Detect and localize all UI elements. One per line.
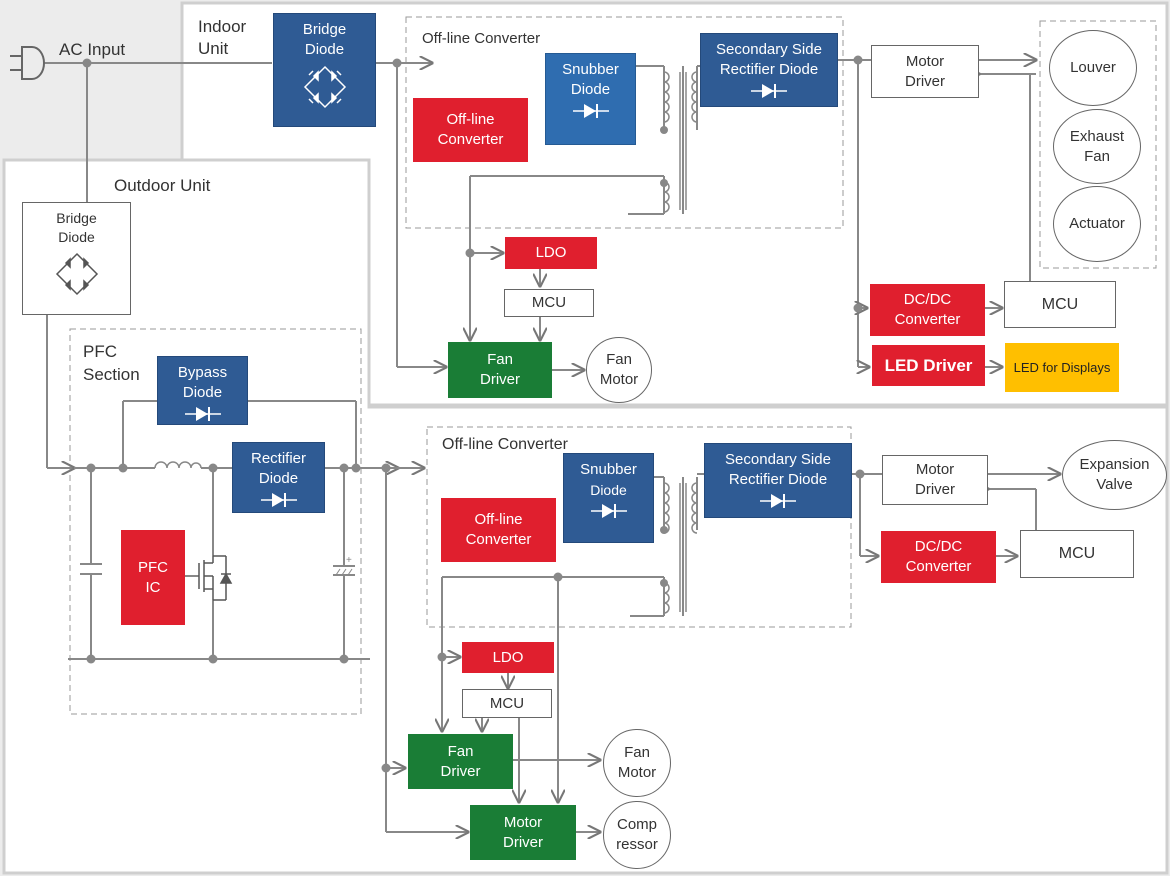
pfc-section-frame (69, 328, 362, 715)
junction-dots (82, 55, 865, 773)
diode-icon (590, 504, 627, 518)
led-driver: LED Driver (872, 345, 985, 386)
indoor-mcu-small: MCU (504, 289, 594, 317)
outdoor-offline-group-frame (426, 426, 852, 628)
outdoor-unit-title: Outdoor Unit (114, 176, 211, 195)
outdoor-mcu: MCU (1020, 530, 1134, 578)
pfc-mosfet-icon (198, 555, 233, 601)
ac-plug-icon (10, 46, 45, 80)
outdoor-ldo: LDO (462, 642, 554, 673)
diode-icon (260, 493, 297, 507)
actuator: Actuator (1053, 186, 1141, 262)
bridge-rectifier-icon (55, 252, 98, 296)
indoor-ldo: LDO (505, 237, 597, 269)
diode-icon (184, 407, 221, 421)
diode-icon (572, 104, 609, 118)
indoor-offline-group-label: Off-line Converter (422, 30, 541, 47)
led-for-displays: LED for Displays (1005, 343, 1119, 392)
outdoor-offline-group-label: Off-line Converter (442, 436, 568, 453)
indoor-offline-group-frame (405, 16, 844, 229)
pfc-inductor (154, 461, 202, 469)
diode-icon (760, 494, 796, 508)
svg-text:+: + (346, 555, 352, 566)
transformer-coils (154, 71, 698, 614)
ac-input-label: AC Input (59, 40, 126, 59)
capacitors: + (80, 555, 355, 576)
indoor-loads-group-frame (1039, 20, 1157, 269)
indoor-mcu: MCU (1004, 281, 1116, 328)
diode-icon (751, 84, 787, 98)
bridge-rectifier-icon (303, 65, 346, 109)
outdoor-mcu-small: MCU (462, 689, 552, 718)
louver: Louver (1049, 30, 1137, 106)
